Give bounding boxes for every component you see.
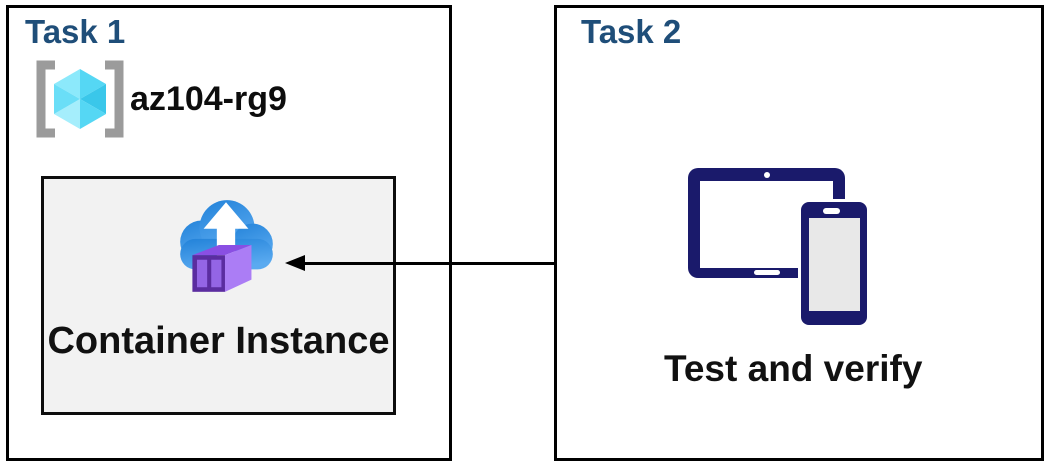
- tablet-home-button: [754, 270, 780, 275]
- connector-arrow-line: [302, 262, 672, 265]
- test-and-verify-label: Test and verify: [664, 348, 923, 389]
- task2-title: Task 2: [581, 13, 682, 50]
- connector-arrow-head-icon: [285, 255, 305, 271]
- task1-title: Task 1: [25, 13, 126, 50]
- phone-icon: [801, 202, 867, 325]
- phone-screen: [809, 218, 860, 311]
- resource-group-icon: [36, 60, 124, 138]
- container-instance-icon: [180, 200, 273, 292]
- resource-group-name: az104-rg9: [130, 80, 287, 118]
- container-instance-label: Container Instance: [47, 320, 390, 362]
- tablet-camera-dot: [764, 172, 770, 178]
- phone-speaker: [823, 208, 840, 214]
